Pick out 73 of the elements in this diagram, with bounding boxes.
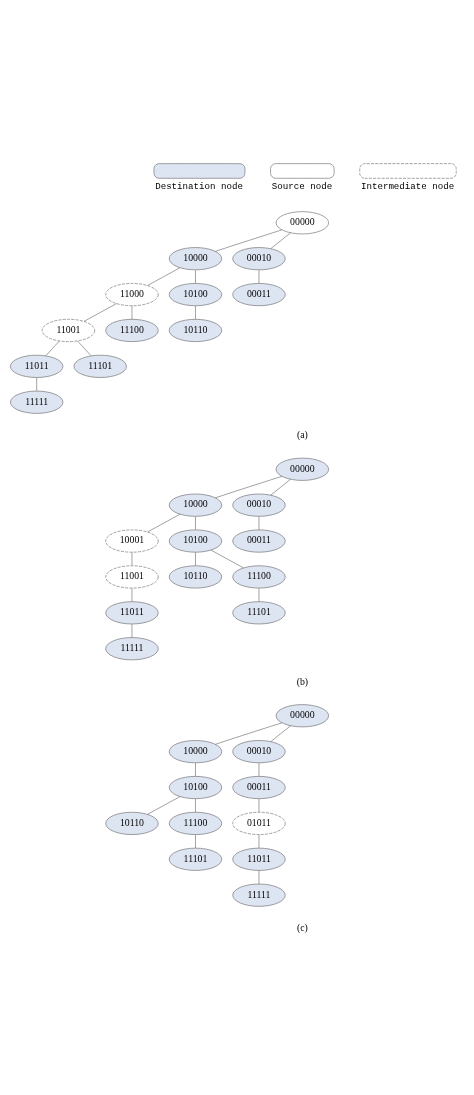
node-ellipse: 00010 — [232, 246, 286, 270]
connector — [131, 305, 133, 319]
connector — [270, 478, 291, 495]
label: (a) — [296, 428, 308, 440]
node-ellipse: 10110 — [168, 564, 223, 588]
connector — [195, 551, 196, 566]
node-ellipse: 00010 — [232, 493, 286, 517]
node-ellipse: 10001 — [105, 529, 159, 552]
connector — [131, 551, 133, 566]
node-ellipse: 11000 — [105, 282, 159, 306]
node-ellipse: 00000 — [275, 457, 329, 481]
connector — [83, 302, 117, 322]
node-ellipse: 10000 — [168, 246, 223, 270]
connector — [195, 269, 196, 284]
node-ellipse: 11100 — [105, 318, 159, 342]
node-ellipse: 00010 — [232, 739, 286, 763]
connector — [215, 722, 283, 745]
connector — [195, 798, 196, 812]
node-ellipse: 10100 — [168, 282, 223, 306]
connector — [45, 340, 60, 356]
connector — [258, 869, 260, 884]
node-ellipse: 11101 — [168, 847, 223, 871]
node-ellipse: 10100 — [168, 775, 223, 799]
node-ellipse: 10110 — [105, 811, 159, 835]
node-ellipse: 11100 — [232, 564, 286, 588]
node-ellipse: 10000 — [168, 493, 223, 517]
node-ellipse: 10100 — [168, 529, 223, 552]
label: (c) — [296, 921, 308, 933]
connector — [195, 762, 196, 777]
connector — [270, 232, 291, 249]
node-ellipse: 00011 — [232, 775, 286, 799]
connector — [147, 513, 181, 532]
node-ellipse: 00000 — [275, 703, 329, 727]
node-ellipse: 10110 — [168, 318, 223, 342]
connector — [36, 376, 37, 391]
connector — [195, 515, 196, 530]
connector — [131, 587, 133, 602]
label: (b) — [296, 675, 309, 687]
node-ellipse: 00011 — [232, 529, 286, 552]
connector — [258, 798, 260, 812]
node-ellipse: 11011 — [232, 847, 286, 871]
node-ellipse: 11011 — [105, 600, 159, 624]
node-ellipse: 11111 — [232, 883, 286, 907]
node-ellipse: 11001 — [105, 564, 159, 588]
node-ellipse: 11101 — [232, 600, 286, 624]
node-ellipse: 11100 — [168, 811, 223, 835]
connector — [147, 266, 181, 286]
connector — [77, 340, 92, 356]
connector — [258, 762, 260, 777]
connector — [195, 305, 196, 319]
connector — [258, 269, 260, 284]
node-ellipse: 00000 — [275, 210, 329, 234]
connector — [258, 834, 260, 848]
node-ellipse: 11111 — [10, 390, 64, 414]
connector — [195, 834, 196, 848]
node-ellipse: 11001 — [41, 318, 96, 342]
connector — [147, 795, 181, 815]
legend-label: Source node — [271, 180, 333, 192]
node-ellipse: 01011 — [232, 811, 286, 835]
connector — [270, 725, 291, 742]
node-ellipse: 11111 — [105, 636, 159, 660]
legend-label: Intermediate node — [360, 180, 455, 192]
connector — [131, 623, 133, 638]
node-ellipse: 00011 — [232, 282, 286, 306]
legend-label: Destination node — [155, 180, 243, 192]
node-ellipse: 11101 — [73, 354, 127, 378]
node-ellipse: 10000 — [168, 739, 223, 763]
connector — [210, 549, 244, 568]
connector — [215, 475, 283, 498]
node-ellipse: 11011 — [10, 354, 64, 378]
connector — [258, 515, 260, 530]
connector — [258, 587, 260, 602]
connector — [215, 229, 283, 252]
